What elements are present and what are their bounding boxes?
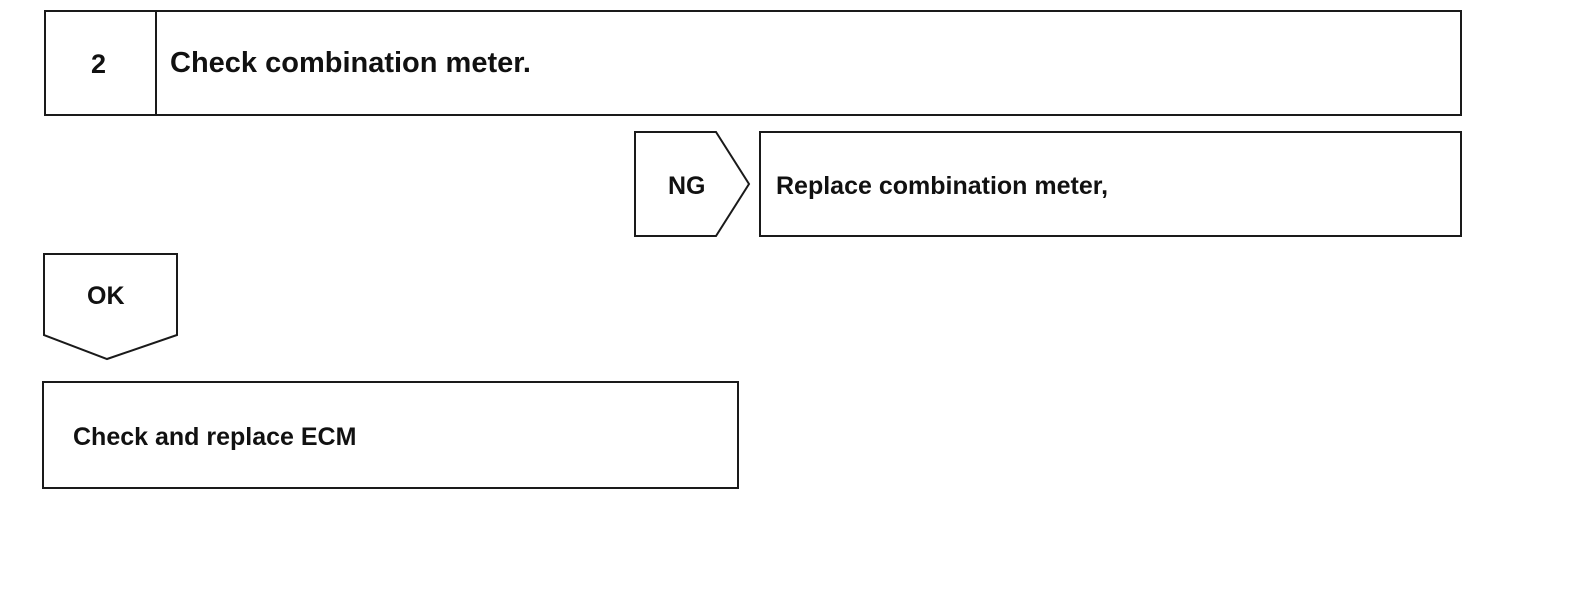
step-number: 2 [91,49,107,79]
ok-action-text: Check and replace ECM [73,423,357,451]
step-number-divider [155,10,157,116]
ng-arrow-shape [634,131,751,237]
ng-action-box [759,131,1462,237]
ok-action-box [42,381,739,489]
ok-arrow-shape [43,253,178,361]
ng-action-text: Replace combination meter, [776,172,1109,200]
ok-label: OK [87,282,125,310]
ng-label: NG [668,172,706,200]
step-box [44,10,1462,116]
step-title: Check combination meter. [170,47,531,79]
